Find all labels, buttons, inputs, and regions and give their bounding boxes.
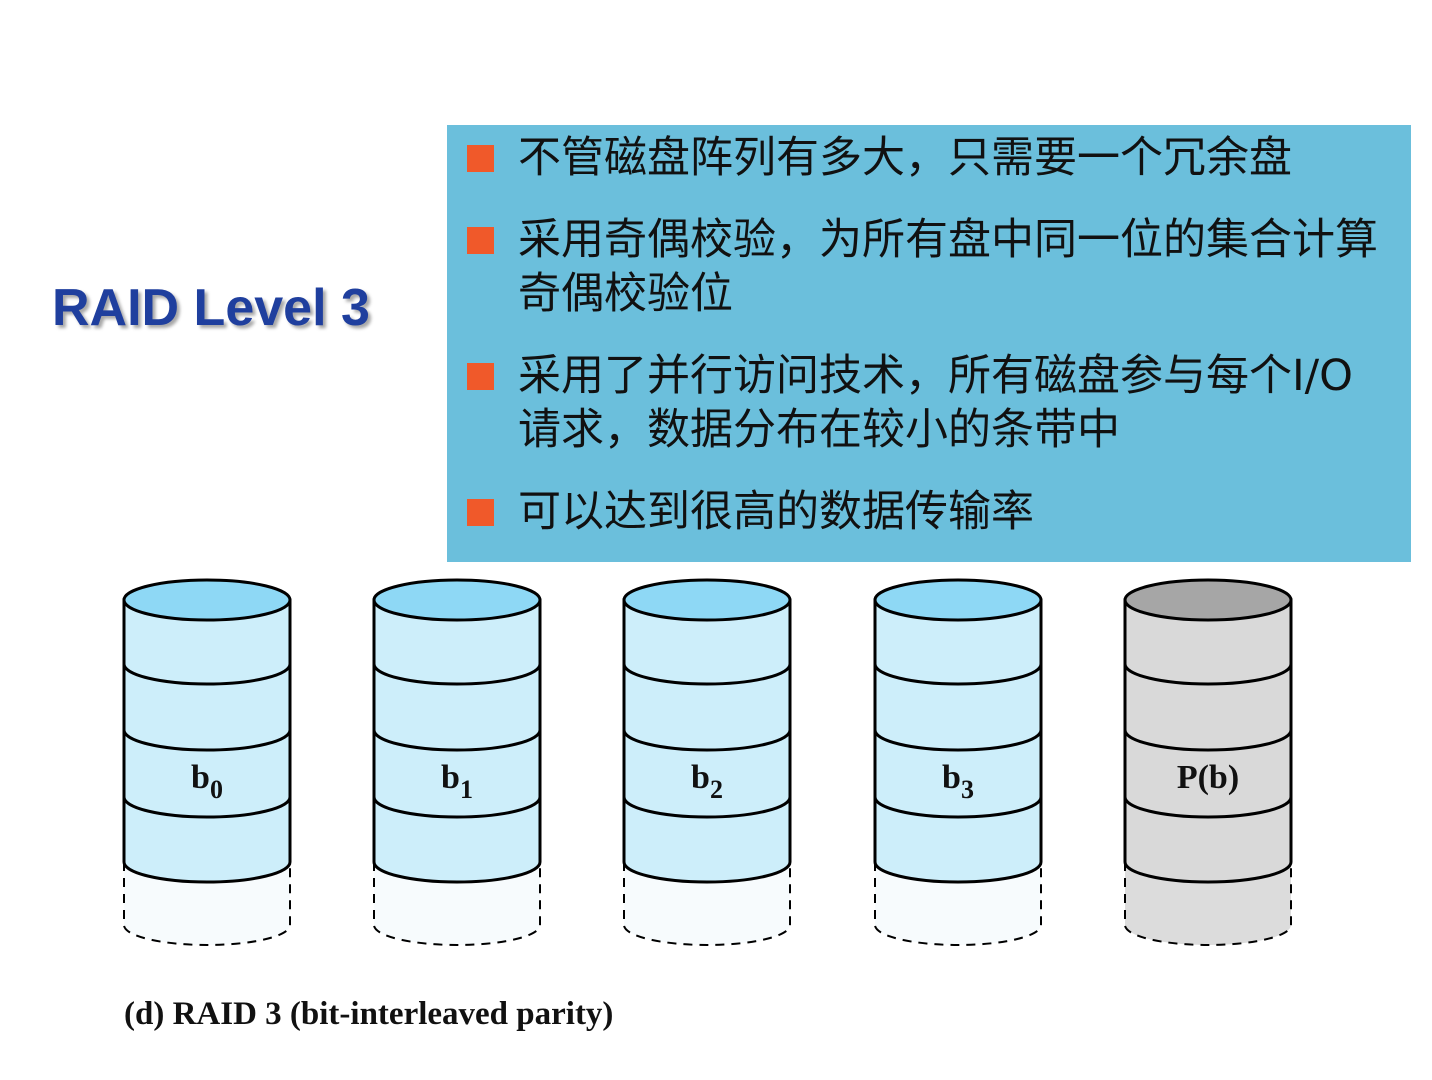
disk-band xyxy=(622,729,792,752)
bullet-text: 可以达到很高的数据传输率 xyxy=(518,487,1034,537)
disk-extension-outline xyxy=(874,862,1042,946)
disk-top xyxy=(1123,578,1293,622)
disk-label: P(b) xyxy=(1177,759,1239,796)
disk-body xyxy=(122,598,292,884)
disk-body xyxy=(1123,598,1293,884)
disk-band xyxy=(372,729,542,752)
disk-label-subscript: 3 xyxy=(961,775,974,804)
disk-extension-outline xyxy=(623,862,791,946)
disk-band xyxy=(122,796,292,819)
disk-label: b3 xyxy=(942,759,974,804)
disk-band xyxy=(622,663,792,686)
disk-top xyxy=(873,578,1043,622)
disk-2: b2 xyxy=(622,578,792,946)
disk-band xyxy=(372,796,542,819)
disk-extension-fill xyxy=(875,862,1041,945)
disk-band xyxy=(1123,729,1293,752)
bullet-text: 采用奇偶校验，为所有盘中同一位的集合计算奇偶校验位 xyxy=(518,215,1378,319)
disk-body xyxy=(873,598,1043,884)
bullet-item: 采用了并行访问技术，所有磁盘参与每个I/O请求，数据分布在较小的条带中 xyxy=(467,349,1391,457)
disk-body xyxy=(622,598,792,884)
disk-extension-outline xyxy=(123,862,291,946)
disk-label-main: b xyxy=(191,759,210,796)
disk-1: b1 xyxy=(372,578,542,946)
disk-extension-fill xyxy=(624,862,790,945)
disk-body xyxy=(372,598,542,884)
disk-label-main: b xyxy=(441,759,460,796)
disk-band xyxy=(873,663,1043,686)
disk-extension-outline xyxy=(373,862,541,946)
disk-label-subscript: 2 xyxy=(710,775,723,804)
disk-band xyxy=(122,729,292,752)
disk-band xyxy=(1123,796,1293,819)
bullet-box: 不管磁盘阵列有多大，只需要一个冗余盘 采用奇偶校验，为所有盘中同一位的集合计算奇… xyxy=(447,125,1411,562)
disk-label-main: b xyxy=(691,759,710,796)
square-bullet-icon xyxy=(467,227,494,254)
disk-label-main: b xyxy=(942,759,961,796)
disk-extension-fill xyxy=(124,862,290,945)
square-bullet-icon xyxy=(467,145,494,172)
disk-extension-fill xyxy=(374,862,540,945)
disk-band xyxy=(372,663,542,686)
bullet-text: 不管磁盘阵列有多大，只需要一个冗余盘 xyxy=(518,133,1292,183)
disk-0: b0 xyxy=(122,578,292,946)
disk-top xyxy=(122,578,292,622)
slide-title: RAID Level 3 xyxy=(52,279,370,337)
disk-band xyxy=(873,729,1043,752)
disk-band xyxy=(1123,663,1293,686)
disk-label-subscript: 1 xyxy=(460,775,473,804)
square-bullet-icon xyxy=(467,363,494,390)
square-bullet-icon xyxy=(467,499,494,526)
bullet-item: 不管磁盘阵列有多大，只需要一个冗余盘 xyxy=(467,131,1391,185)
figure-caption: (d) RAID 3 (bit-interleaved parity) xyxy=(124,996,614,1032)
disk-3: b3 xyxy=(873,578,1043,946)
disk-label-subscript: 0 xyxy=(210,775,223,804)
disk-band xyxy=(122,663,292,686)
bullet-item: 可以达到很高的数据传输率 xyxy=(467,485,1391,539)
disk-band xyxy=(622,796,792,819)
disk-label-main: P(b) xyxy=(1177,759,1239,796)
disk-top xyxy=(622,578,792,622)
disk-band xyxy=(873,796,1043,819)
disk-extension-outline xyxy=(1124,862,1292,946)
disk-label: b1 xyxy=(441,759,473,804)
disk-label: b2 xyxy=(691,759,723,804)
disk-extension-fill xyxy=(1125,862,1291,945)
bullet-item: 采用奇偶校验，为所有盘中同一位的集合计算奇偶校验位 xyxy=(467,213,1391,321)
disk-top xyxy=(372,578,542,622)
disk-4: P(b) xyxy=(1123,578,1293,946)
bullet-text: 采用了并行访问技术，所有磁盘参与每个I/O请求，数据分布在较小的条带中 xyxy=(518,351,1354,455)
disk-label: b0 xyxy=(191,759,223,804)
